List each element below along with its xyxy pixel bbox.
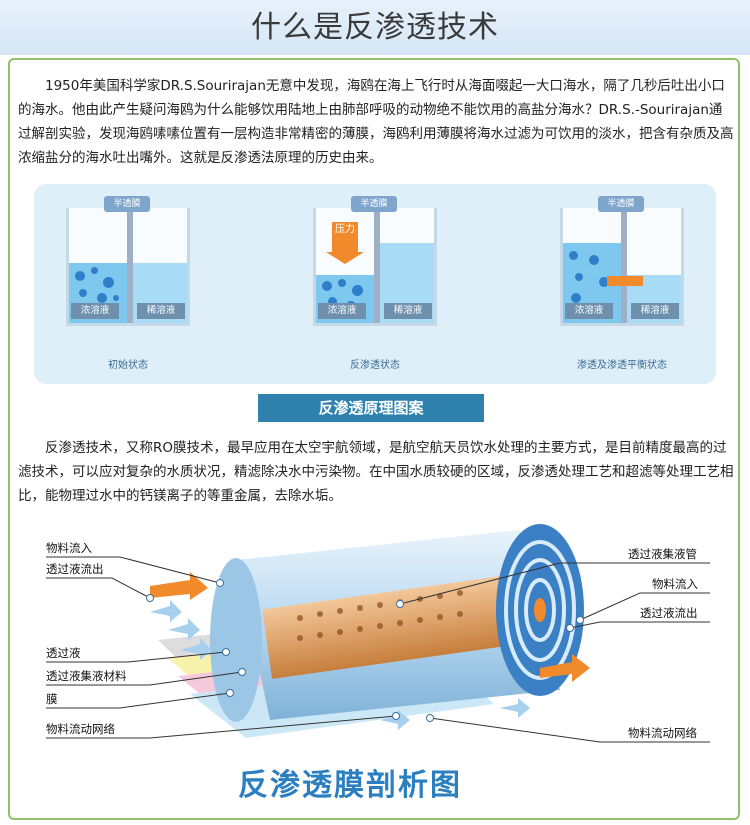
concentrated-tag: 浓溶液 <box>318 303 366 319</box>
beaker-osmotic-equilibrium: 浓溶液 稀溶液 <box>560 208 684 326</box>
anatomy-title: 反渗透膜剖析图 <box>238 768 462 803</box>
label-feed-inlet: 物料流入 <box>46 541 92 555</box>
membrane-label: 半透膜 <box>598 196 644 212</box>
pressure-arrowhead-icon <box>326 252 364 264</box>
state-label: 反渗透状态 <box>350 360 400 371</box>
membrane-label: 半透膜 <box>104 196 150 212</box>
label-permeate: 透过液 <box>46 646 81 660</box>
dilute-tag: 稀溶液 <box>631 303 679 319</box>
state-label: 渗透及渗透平衡状态 <box>577 360 667 371</box>
semipermeable-membrane <box>127 208 133 323</box>
semipermeable-membrane <box>621 208 627 323</box>
label-permeate-collection-tube: 透过液集液管 <box>628 547 697 561</box>
page-header: 什么是反渗透技术 <box>0 0 750 55</box>
label-permeate-outlet-right: 透过液流出 <box>640 606 698 620</box>
intro-paragraph: 1950年美国科学家DR.S.Sourirajan无意中发现，海鸥在海上飞行时从… <box>18 78 734 166</box>
osmosis-arrow-icon <box>607 276 643 286</box>
page-title: 什么是反渗透技术 <box>251 10 499 45</box>
semipermeable-membrane <box>374 208 380 323</box>
principle-diagram: 浓溶液 稀溶液 半透膜 初始状态 压力 浓溶液 稀溶液 半透膜 反渗透状态 <box>34 184 716 384</box>
pressure-arrow-icon: 压力 <box>332 222 358 252</box>
label-feed-inlet-right: 物料流入 <box>652 577 698 591</box>
concentrated-tag: 浓溶液 <box>71 303 119 319</box>
content-frame <box>8 58 740 820</box>
dilute-tag: 稀溶液 <box>137 303 185 319</box>
state-label: 初始状态 <box>108 360 148 371</box>
label-permeate-outlet: 透过液流出 <box>46 562 104 576</box>
label-feed-spacer-right: 物料流动网络 <box>628 726 697 740</box>
membrane-label: 半透膜 <box>351 196 397 212</box>
tech-paragraph: 反渗透技术，又称RO膜技术，最早应用在太空宇航领域，是航空航天员饮水处理的主要方… <box>18 440 734 504</box>
concentrated-tag: 浓溶液 <box>565 303 613 319</box>
label-membrane: 膜 <box>46 692 58 706</box>
label-permeate-collection-material: 透过液集液材料 <box>46 669 127 683</box>
label-feed-spacer: 物料流动网络 <box>46 722 115 736</box>
principle-caption: 反渗透原理图案 <box>258 394 484 422</box>
beaker-reverse-osmosis: 压力 浓溶液 稀溶液 <box>313 208 437 326</box>
dilute-tag: 稀溶液 <box>384 303 432 319</box>
beaker-initial: 浓溶液 稀溶液 <box>66 208 190 326</box>
